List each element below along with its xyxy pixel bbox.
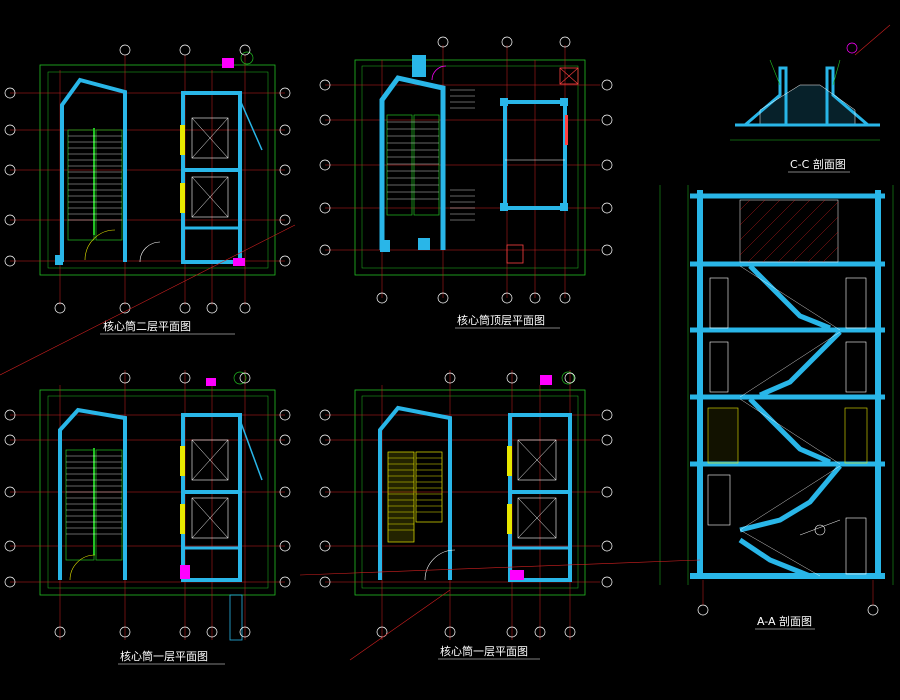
plan-bot-mid-title: 核心筒一层平面图 [440, 644, 528, 658]
section-aa: A-A 剖面图 [659, 185, 894, 630]
section-cc-title: C-C 剖面图 [790, 157, 846, 171]
section-cc: C-C 剖面图 [730, 24, 891, 173]
section-aa-title: A-A 剖面图 [757, 614, 812, 628]
plan-top-mid-title: 核心筒顶层平面图 [457, 313, 545, 327]
plan-top-left-title: 核心筒二层平面图 [103, 319, 191, 333]
plan-bot-left-title: 核心筒一层平面图 [120, 649, 208, 663]
plan-bot-left: 核心筒一层平面图 [4, 370, 291, 665]
section-cut-lines [0, 224, 701, 661]
plan-bot-mid: 核心筒一层平面图 [319, 370, 613, 660]
plan-top-mid: 核心筒顶层平面图 [319, 36, 613, 329]
plan-top-left: 核心筒二层平面图 [4, 44, 291, 335]
